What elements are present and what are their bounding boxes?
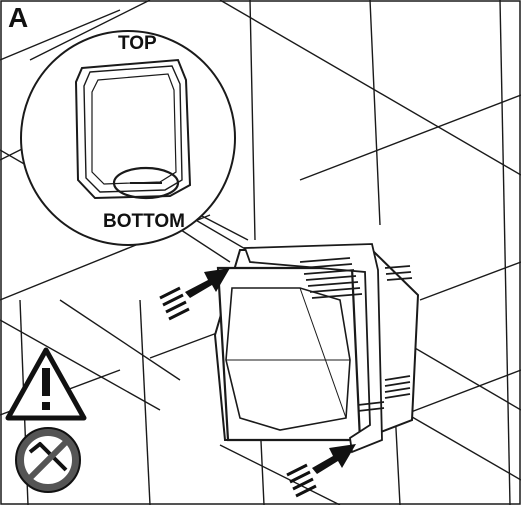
warning-triangle-icon [5,347,87,421]
magnified-callout [20,30,236,246]
bottom-tab-highlight [112,166,180,200]
callout-pointer [177,214,249,263]
vent-unit [213,243,420,454]
push-arrow-icon [159,268,230,321]
no-hex-key-icon [15,427,81,493]
push-arrow-icon [286,444,356,498]
panel-letter: A [8,2,29,33]
callout-top-label: TOP [118,33,157,54]
callout-bottom-label: BOTTOM [103,211,185,232]
